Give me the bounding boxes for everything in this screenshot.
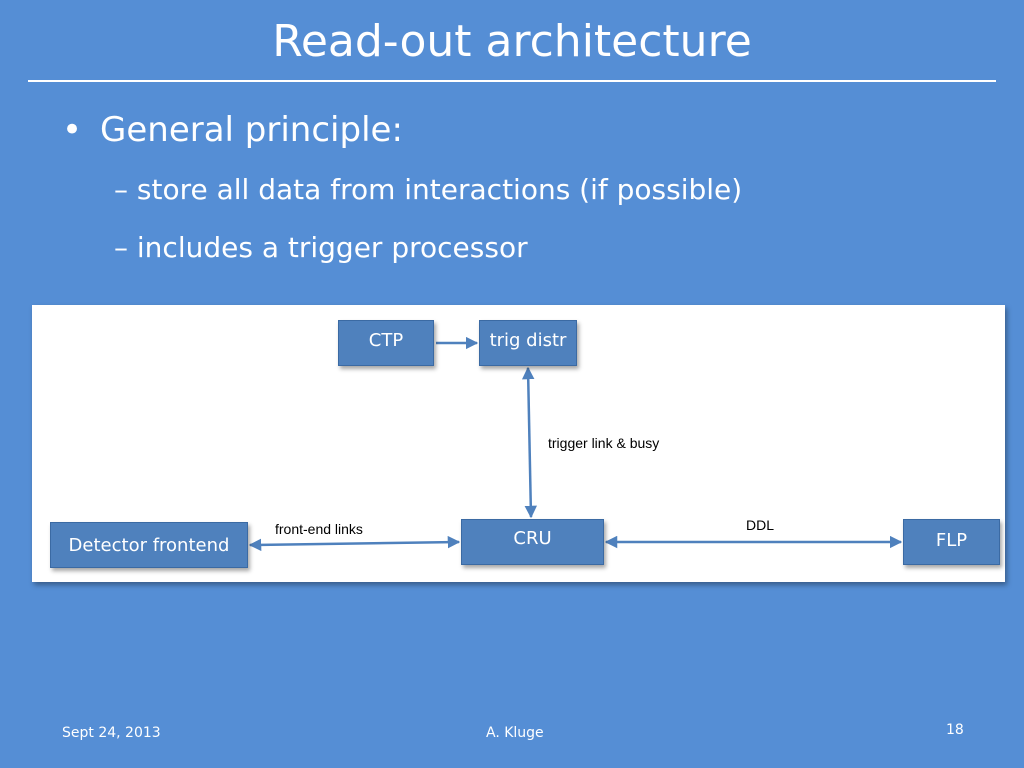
title-divider [28,80,996,82]
ctp-box: CTP [338,320,434,366]
ddl-label: DDL [746,517,775,533]
footer-author: A. Kluge [486,725,544,741]
front-end-links-label: front-end links [275,521,363,537]
bullet-text: General principle: [100,110,403,150]
arrow-trig-distr-cru [521,366,538,519]
cru-box: CRU [461,519,604,565]
arrow-detector-cru [248,535,461,552]
trigger-link-label: trigger link & busy [548,435,660,451]
bullet-general-principle: • General principle: [62,108,403,152]
flp-box: FLP [903,519,1000,565]
subbullet-store-data: – store all data from interactions (if p… [114,173,743,206]
footer-page-number: 18 [946,722,964,738]
subbullet-trigger-processor: – includes a trigger processor [114,231,528,264]
trig-distr-box: trig distr [479,320,577,366]
bullet-marker: • [62,110,83,150]
detector-frontend-box: Detector frontend [50,522,248,568]
footer-date: Sept 24, 2013 [62,725,161,741]
slide-title: Read-out architecture [272,16,752,67]
